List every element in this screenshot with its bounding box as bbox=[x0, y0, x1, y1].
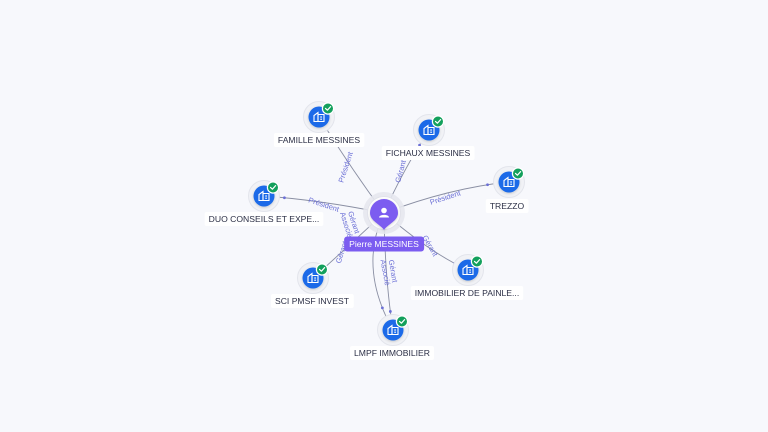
person-icon bbox=[379, 207, 389, 218]
company-node[interactable]: TREZZO bbox=[485, 166, 529, 214]
company-name-label: FICHAUX MESSINES bbox=[386, 148, 471, 158]
verified-check-icon bbox=[431, 115, 445, 128]
label-background bbox=[270, 294, 354, 308]
building-icon bbox=[307, 272, 319, 284]
center-person-node[interactable]: Pierre MESSINES bbox=[344, 192, 425, 252]
verified-check-icon bbox=[315, 263, 329, 276]
building-icon bbox=[503, 176, 515, 188]
label-background bbox=[485, 199, 529, 213]
verified-check-icon bbox=[395, 315, 409, 328]
label-background bbox=[350, 346, 434, 360]
person-pin bbox=[370, 199, 398, 230]
company-name-label: TREZZO bbox=[490, 201, 525, 211]
company-nodes: FAMILLE MESSINES FICHAUX MESSINES TREZZO DU… bbox=[204, 101, 529, 361]
company-node[interactable]: DUO CONSEILS ET EXPE... bbox=[204, 180, 324, 227]
label-background bbox=[273, 133, 365, 147]
edge-arrow-marker bbox=[486, 183, 489, 187]
relation-label: Président bbox=[429, 188, 463, 207]
edge-arrow-marker bbox=[418, 143, 421, 147]
person-name-label: Pierre MESSINES bbox=[349, 239, 419, 249]
relation-label: Président bbox=[307, 195, 341, 214]
building-icon bbox=[258, 190, 270, 202]
building-icon bbox=[423, 124, 435, 136]
company-name-label: LMPF IMMOBILIER bbox=[354, 348, 430, 358]
relation-label: GérantAssocié bbox=[338, 209, 362, 239]
label-background bbox=[204, 212, 324, 226]
relation-label: GérantAssocié bbox=[379, 257, 400, 286]
person-name-background bbox=[344, 236, 425, 252]
edge-arrow-marker bbox=[388, 310, 392, 313]
edge-arrow-marker bbox=[380, 306, 384, 310]
edge-arrow-marker bbox=[283, 196, 286, 200]
company-node[interactable]: IMMOBILIER DE PAINLE... bbox=[410, 254, 524, 301]
company-name-label: DUO CONSEILS ET EXPE... bbox=[209, 214, 320, 224]
label-background bbox=[381, 146, 475, 160]
company-name-label: IMMOBILIER DE PAINLE... bbox=[415, 288, 519, 298]
relation-label: Gérant bbox=[393, 158, 408, 183]
relation-label: Président bbox=[336, 150, 355, 184]
building-icon bbox=[462, 264, 474, 276]
company-node[interactable]: FAMILLE MESSINES bbox=[273, 101, 365, 148]
building-icon bbox=[387, 324, 399, 336]
company-name-label: FAMILLE MESSINES bbox=[278, 135, 360, 145]
company-name-label: SCI PMSF INVEST bbox=[275, 296, 350, 306]
building-icon bbox=[313, 111, 325, 123]
verified-check-icon bbox=[511, 167, 525, 180]
company-node[interactable]: LMPF IMMOBILIER bbox=[350, 314, 434, 361]
label-background bbox=[410, 286, 524, 300]
verified-check-icon bbox=[470, 255, 484, 268]
company-node[interactable]: SCI PMSF INVEST bbox=[270, 262, 354, 309]
verified-check-icon bbox=[266, 181, 280, 194]
verified-check-icon bbox=[321, 102, 335, 115]
company-node[interactable]: FICHAUX MESSINES bbox=[381, 114, 475, 161]
